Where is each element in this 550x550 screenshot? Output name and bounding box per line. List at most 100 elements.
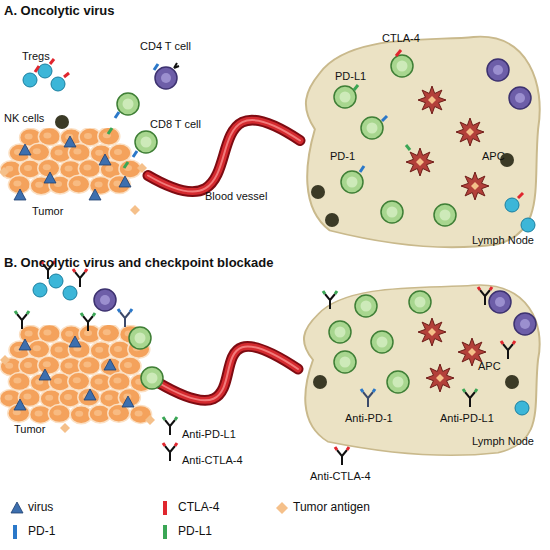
lymph-node-outline <box>304 285 540 455</box>
apc-cell <box>461 172 489 200</box>
tumor-nucleus <box>13 181 21 187</box>
edge-label: Blood vessel <box>205 190 267 203</box>
anti-pdl1-antibody <box>163 417 177 435</box>
tumor-nucleus <box>25 133 33 139</box>
apc-cell <box>406 148 434 176</box>
antigen-symbol <box>276 502 288 514</box>
cd4-t-cell <box>514 313 536 335</box>
pd1-receptor <box>133 151 137 157</box>
treg-cell <box>63 286 77 300</box>
nk-cell <box>505 375 519 389</box>
tumor-nucleus <box>33 148 41 154</box>
tumor-cell <box>28 143 50 161</box>
pdl1-ligand <box>124 162 128 168</box>
ctla4-receptor <box>50 59 54 64</box>
tumor-nucleus <box>95 347 103 353</box>
tumor-nucleus <box>83 362 91 368</box>
blood-vessel <box>158 346 298 400</box>
blood-vessel <box>148 120 300 192</box>
t-cell <box>387 371 409 393</box>
callout-label: Anti-PD-1 <box>345 412 393 425</box>
tumor-nucleus <box>35 410 43 416</box>
tumor-nucleus <box>43 133 51 139</box>
t-cell <box>409 291 431 313</box>
cd4-t-cell <box>509 87 531 109</box>
tumor-nucleus <box>95 378 103 384</box>
legend-label: Tumor antigen <box>293 501 370 514</box>
tumor-nucleus <box>73 149 81 155</box>
anti-ctla4-antibody <box>163 443 177 461</box>
legend-label: PD-1 <box>28 525 55 538</box>
pd1-receptor <box>115 112 119 118</box>
cd8-t-cell <box>135 131 157 153</box>
tumor-nucleus <box>135 410 143 416</box>
callout-label: Anti-PD-L1 <box>440 412 494 425</box>
virus <box>69 336 81 347</box>
tumor-nucleus <box>25 330 33 336</box>
legend-swatch <box>163 501 167 515</box>
virus <box>122 396 134 407</box>
anti-ctla4-antibody <box>335 447 349 465</box>
callout-label: CD4 T cell <box>140 40 191 53</box>
tumor-antigen <box>137 163 147 173</box>
vessel-lumen <box>148 120 300 192</box>
anti-pdl1-antibody <box>81 313 95 331</box>
treg-cell <box>521 218 535 232</box>
tumor-nucleus <box>114 346 122 352</box>
t-cell <box>391 55 413 77</box>
tumor-nucleus <box>75 411 83 417</box>
vessel-highlight <box>158 346 298 400</box>
pd1-receptor <box>382 116 387 121</box>
pdl1-ligand <box>406 145 410 150</box>
tumor-antigen <box>60 423 70 433</box>
tumor-nucleus <box>124 362 132 368</box>
tumor-nucleus <box>94 410 102 416</box>
tumor-antigen <box>0 167 9 177</box>
legend-swatch <box>163 525 167 539</box>
ctla4-receptor <box>518 193 523 198</box>
node-label: Lymph Node <box>472 234 534 247</box>
tumor-cluster <box>0 128 148 223</box>
tumor-nucleus <box>5 363 13 369</box>
tumor-cell <box>9 144 31 162</box>
legend-symbol <box>275 501 289 515</box>
virus <box>19 144 31 155</box>
t-cell <box>334 86 356 108</box>
t-cell <box>334 351 356 373</box>
virus <box>64 136 76 147</box>
virus <box>14 189 26 200</box>
pd1-receptor <box>154 64 158 70</box>
nk-cell <box>55 115 69 129</box>
tumor-nucleus <box>24 165 32 171</box>
virus <box>99 154 111 165</box>
vessel-wall <box>158 346 298 400</box>
tumor-nucleus <box>53 410 61 416</box>
t-cell-receptor <box>174 63 179 68</box>
t-cell <box>361 117 383 139</box>
tumor-nucleus <box>43 330 51 336</box>
vessel-lumen <box>158 346 298 400</box>
tumor-nucleus <box>54 378 62 384</box>
tumor-nucleus <box>73 180 81 186</box>
tumor-nucleus <box>105 166 113 172</box>
nk-cell <box>311 185 325 199</box>
cd4-t-cell <box>487 59 509 81</box>
tumor-cell <box>38 356 60 374</box>
ctla4-receptor <box>64 73 69 77</box>
anti-ctla4-antibody <box>73 269 87 287</box>
legend-label: virus <box>28 501 53 514</box>
pdl1-ligand <box>354 85 358 90</box>
nk-cell <box>325 213 339 227</box>
apc-cell <box>418 86 446 114</box>
tumor-nucleus <box>65 331 73 337</box>
callout-label: Anti-CTLA-4 <box>310 470 371 483</box>
tumor-cell <box>98 128 120 145</box>
tumor-nucleus <box>45 395 53 401</box>
tumor-nucleus <box>95 181 103 187</box>
virus <box>14 399 26 410</box>
virus <box>19 339 31 350</box>
tumor-nucleus <box>103 329 111 335</box>
apc-cell <box>426 364 454 392</box>
